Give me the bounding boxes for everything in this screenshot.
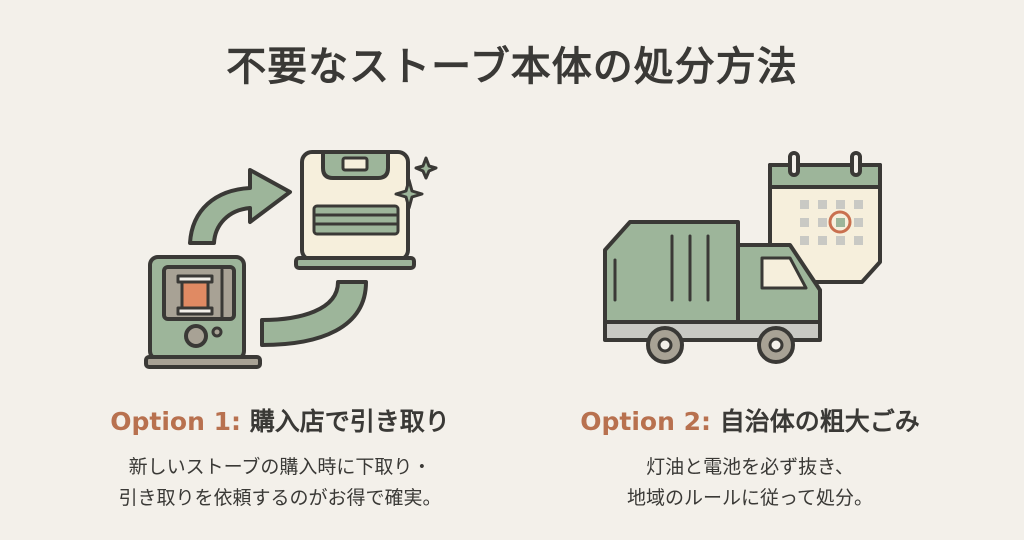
garbage-truck-icon [603,220,822,364]
sparkle-icon [394,178,424,210]
option-heading: Option 2: 自治体の粗大ごみ [530,402,970,438]
option-2: Option 2: 自治体の粗大ごみ 灯油と電池を必ず抜き、 地域のルールに従っ… [530,402,970,514]
sparkle-icon [414,156,438,180]
new-stove-icon [294,150,438,270]
option-label: Option 2: [580,407,711,436]
option-1: Option 1: 購入店で引き取り 新しいストーブの購入時に下取り・ 引き取り… [60,402,500,514]
garbage-truck-calendar-icon [603,151,882,364]
page-title: 不要なストーブ本体の処分方法 [226,44,798,90]
option-description: 新しいストーブの購入時に下取り・ 引き取りを依頼するのがお得で確実。 [60,452,500,514]
description-line: 地域のルールに従って処分。 [626,487,874,509]
old-stove-icon [144,255,262,369]
stove-trade-in-icon [144,150,438,369]
description-line: 引き取りを依頼するのがお得で確実。 [118,487,442,509]
option-title: 自治体の粗大ごみ [719,407,920,436]
description-line: 灯油と電池を必ず抜き、 [646,456,854,478]
arrow-up-icon [188,168,292,245]
description-line: 新しいストーブの購入時に下取り・ [128,456,432,478]
arrow-down-icon [260,280,368,347]
option-heading: Option 1: 購入店で引き取り [60,402,500,438]
option-label: Option 1: [110,407,241,436]
option-title: 購入店で引き取り [249,407,450,436]
option-description: 灯油と電池を必ず抜き、 地域のルールに従って処分。 [530,452,970,514]
